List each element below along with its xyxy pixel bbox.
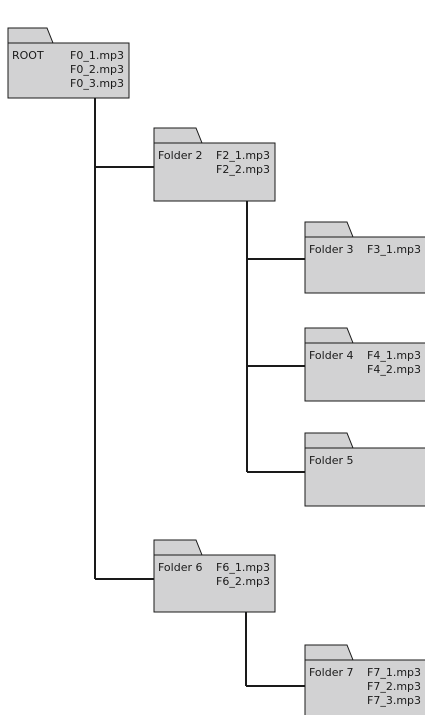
folder-name-label: ROOT bbox=[12, 49, 44, 62]
file-label: F0_2.mp3 bbox=[70, 63, 124, 76]
file-label: F7_3.mp3 bbox=[367, 694, 421, 707]
file-label: F6_2.mp3 bbox=[216, 575, 270, 588]
folder-body bbox=[304, 659, 425, 715]
folder-tab bbox=[153, 539, 203, 556]
file-label: F2_2.mp3 bbox=[216, 163, 270, 176]
folder-body bbox=[304, 236, 425, 294]
folder-name-label: Folder 3 bbox=[309, 243, 354, 256]
folder-folder-5: Folder 5 bbox=[304, 432, 425, 507]
file-label: F0_3.mp3 bbox=[70, 77, 124, 90]
folder-tab bbox=[304, 327, 354, 344]
folder-name-label: Folder 2 bbox=[158, 149, 203, 162]
folder-tab bbox=[304, 432, 354, 449]
folder-body bbox=[304, 342, 425, 402]
file-label: F7_1.mp3 bbox=[367, 666, 421, 679]
file-label: F4_1.mp3 bbox=[367, 349, 421, 362]
folder-tab bbox=[153, 127, 203, 144]
file-label: F7_2.mp3 bbox=[367, 680, 421, 693]
folder-body bbox=[153, 554, 276, 613]
tree-connectors bbox=[94, 98, 305, 687]
folder-tab bbox=[304, 644, 354, 661]
folder-name-label: Folder 6 bbox=[158, 561, 203, 574]
folder-folder-3: Folder 3 F3_1.mp3 bbox=[304, 221, 425, 294]
folder-body bbox=[153, 142, 276, 202]
file-label: F4_2.mp3 bbox=[367, 363, 421, 376]
file-label: F6_1.mp3 bbox=[216, 561, 270, 574]
folder-name-label: Folder 5 bbox=[309, 454, 354, 467]
file-label: F3_1.mp3 bbox=[367, 243, 421, 256]
folder-name-label: Folder 4 bbox=[309, 349, 354, 362]
folder-body bbox=[304, 447, 425, 507]
folder-body bbox=[7, 42, 130, 99]
folder-tab bbox=[304, 221, 354, 238]
folder-tab bbox=[7, 27, 54, 44]
file-label: F0_1.mp3 bbox=[70, 49, 124, 62]
file-label: F2_1.mp3 bbox=[216, 149, 270, 162]
folder-name-label: Folder 7 bbox=[309, 666, 354, 679]
